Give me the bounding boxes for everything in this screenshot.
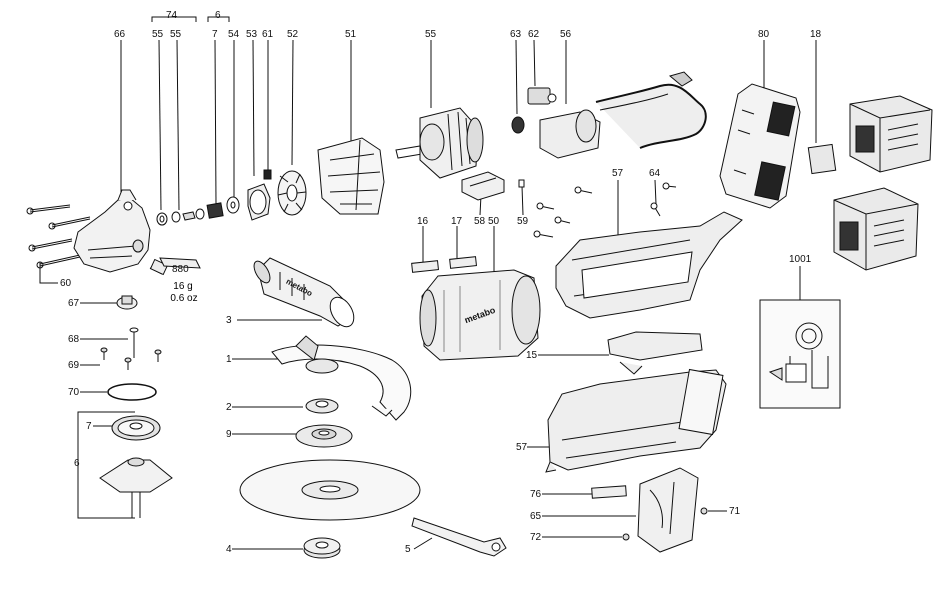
cover-65 [637, 467, 699, 553]
gear-head-66 [73, 189, 169, 276]
leader-5 [413, 537, 433, 550]
label-7-side: 7 [86, 421, 92, 432]
label-7-top: 7 [212, 29, 218, 40]
grinding-disc [239, 459, 421, 521]
label-54: 54 [228, 29, 240, 40]
switch-15 [607, 331, 703, 375]
label-15: 15 [526, 350, 538, 361]
gear-assembly-6 [99, 415, 173, 518]
circuit-diagram-1001 [759, 299, 841, 409]
label-74: 74 [166, 10, 178, 21]
leader-59 [521, 185, 524, 216]
label-17 [449, 256, 478, 269]
label-18 [807, 143, 837, 175]
label-55a: 55 [152, 29, 164, 40]
battery-packs [833, 95, 933, 271]
electronics-56 [511, 71, 707, 159]
label-64: 64 [649, 168, 661, 179]
label-60: 60 [60, 278, 72, 289]
bracket-6side [77, 411, 135, 519]
label-50: 50 [488, 216, 500, 227]
small-parts-left [100, 295, 162, 401]
label-76 [591, 485, 627, 499]
screws-71-72 [622, 507, 708, 541]
label-9: 9 [226, 429, 232, 440]
bracket-58 [461, 171, 505, 201]
weight-plate-880 [159, 257, 201, 269]
label-52: 52 [287, 29, 299, 40]
label-16: 16 [417, 216, 429, 227]
label-61: 61 [262, 29, 274, 40]
leader-55a [158, 39, 162, 211]
leader-7 [214, 39, 217, 205]
label-57-top: 57 [612, 168, 624, 179]
motor-housing-50 [419, 269, 541, 361]
label-63: 63 [510, 29, 522, 40]
label-62: 62 [528, 29, 540, 40]
label-1: 1 [226, 354, 232, 365]
label-53: 53 [246, 29, 258, 40]
screws-60 [26, 204, 91, 269]
label-3: 3 [226, 315, 232, 326]
label-65: 65 [530, 511, 542, 522]
fan-52 [277, 170, 307, 216]
leader-55b [176, 39, 180, 211]
label-80: 80 [758, 29, 770, 40]
label-72: 72 [530, 532, 542, 543]
side-handle-3 [253, 257, 355, 328]
label-1001: 1001 [789, 254, 812, 265]
label-6-side: 6 [74, 458, 80, 469]
label-71: 71 [729, 506, 741, 517]
bracket-6 [207, 16, 230, 22]
rotor-55 [395, 107, 484, 179]
weight-grams: 16 g [173, 281, 193, 292]
label-55b: 55 [170, 29, 182, 40]
label-17: 17 [451, 216, 463, 227]
label-58: 58 [474, 216, 486, 227]
leader-63 [515, 39, 518, 115]
small-parts-row [156, 169, 272, 226]
pin-wrench-5 [411, 517, 507, 557]
flange-2 [305, 398, 339, 414]
clamping-nut-4 [303, 537, 341, 559]
wheel-guard-1 [271, 335, 412, 421]
housing-57-top [555, 211, 743, 319]
battery-holder-80 [719, 83, 801, 209]
label-68: 68 [68, 334, 80, 345]
air-guide-51 [317, 137, 385, 215]
label-69: 69 [68, 360, 80, 371]
label-16 [411, 260, 440, 273]
leader-53 [252, 39, 255, 177]
leader-64 [654, 179, 657, 205]
label-880: 880 [172, 264, 189, 275]
label-55c: 55 [425, 29, 437, 40]
screws-64 [518, 179, 677, 238]
label-70: 70 [68, 387, 80, 398]
label-57-bottom: 57 [516, 442, 528, 453]
label-4: 4 [226, 544, 232, 555]
label-59: 59 [517, 216, 529, 227]
leader-52 [291, 39, 294, 166]
label-67: 67 [68, 298, 80, 309]
label-6-top: 6 [215, 10, 221, 21]
label-66: 66 [114, 29, 126, 40]
weight-ounces: 0.6 oz [170, 293, 198, 304]
leader-60 [39, 262, 58, 284]
leader-62 [533, 39, 536, 87]
label-5: 5 [405, 544, 411, 555]
flange-9 [295, 424, 353, 448]
housing-57-bottom [545, 368, 727, 473]
label-18: 18 [810, 29, 822, 40]
label-2: 2 [226, 402, 232, 413]
label-76: 76 [530, 489, 542, 500]
label-51: 51 [345, 29, 357, 40]
bracket-74 [151, 16, 197, 22]
label-56: 56 [560, 29, 572, 40]
